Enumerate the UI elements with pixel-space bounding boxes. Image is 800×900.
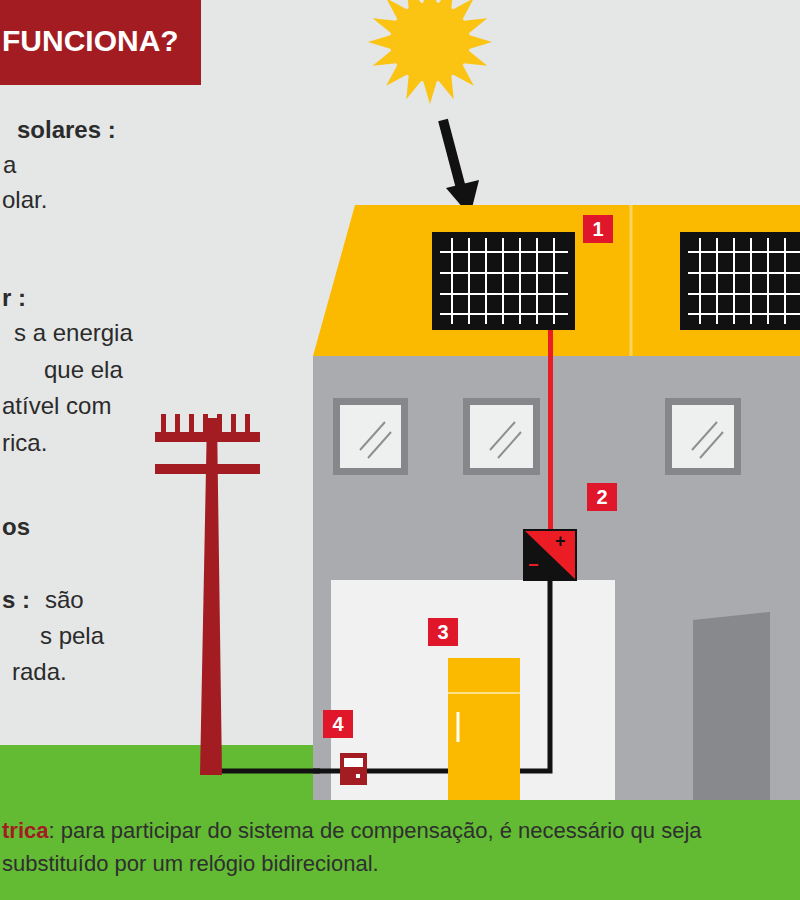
inverter-positive <box>524 530 576 580</box>
fridge-handle <box>457 712 460 742</box>
side-text-heading: r : <box>2 284 26 313</box>
pole-insulators <box>161 414 250 432</box>
callout-number: 4 <box>323 710 353 738</box>
refrigerator <box>448 658 520 800</box>
window-glass <box>672 405 734 468</box>
grid-line <box>750 238 752 324</box>
garage-room <box>331 580 615 800</box>
insulator <box>245 414 250 432</box>
insulator <box>231 414 236 432</box>
glass-shine <box>368 432 391 458</box>
grid-line <box>767 238 769 324</box>
grid-line <box>485 238 487 324</box>
sun-disc <box>390 2 470 82</box>
glass-shine <box>490 422 515 450</box>
callout-number: 1 <box>583 215 613 243</box>
grid-line <box>440 272 568 274</box>
solar-panel <box>432 232 575 330</box>
inverter <box>524 530 576 580</box>
ground-band-text: trica: para participar do sistema de com… <box>0 814 794 880</box>
grid-line <box>733 238 735 324</box>
grid-line <box>451 238 453 324</box>
glass-shine <box>700 432 723 458</box>
callout-number: 3 <box>428 618 458 646</box>
glass-shine <box>692 422 717 450</box>
solar-panel <box>680 232 800 330</box>
side-text: s pela <box>40 622 104 651</box>
side-text: são <box>45 586 84 615</box>
window <box>333 398 408 475</box>
side-text: s a energia <box>14 319 133 348</box>
grid-line <box>699 238 701 324</box>
ground <box>313 800 800 900</box>
insulator <box>175 414 180 432</box>
inverter-border <box>524 530 576 580</box>
insulator <box>217 414 222 432</box>
side-text: atível com <box>2 392 111 421</box>
title-band: FUNCIONA? <box>0 0 201 85</box>
grid-line <box>688 293 800 295</box>
roof-divider <box>630 205 633 356</box>
glass-shine <box>360 422 385 450</box>
polarity-sign: − <box>528 555 539 575</box>
meter-display <box>344 758 363 767</box>
grid-line <box>440 293 568 295</box>
side-text: rica. <box>2 429 47 458</box>
side-text-heading: s : <box>2 586 30 615</box>
panel-grid <box>440 238 800 324</box>
dc-wire <box>548 330 553 530</box>
band-body: : para participar do sistema de compensa… <box>2 818 702 876</box>
window <box>463 398 540 475</box>
grid-line <box>440 313 568 315</box>
bidirectional-meter <box>340 753 367 785</box>
side-text-heading: os <box>2 513 30 542</box>
sun-rays <box>368 0 492 104</box>
grid-line <box>440 251 568 253</box>
callout-number: 2 <box>587 483 617 511</box>
grid-line <box>688 313 800 315</box>
band-heading: trica <box>2 818 48 843</box>
side-text: a <box>3 151 16 180</box>
side-text: que ela <box>44 356 123 385</box>
insulator <box>189 414 194 432</box>
grid-line <box>784 238 786 324</box>
fridge-door-line <box>448 692 520 694</box>
door <box>693 612 770 800</box>
side-text: olar. <box>2 186 47 215</box>
window-glass <box>340 405 401 468</box>
windows <box>333 398 741 475</box>
insulator <box>203 414 208 432</box>
meter-dot <box>356 774 360 778</box>
polarity-sign: + <box>555 531 566 551</box>
window <box>665 398 741 475</box>
pole-crossarm <box>155 464 260 474</box>
sun <box>368 0 492 104</box>
house-wall <box>313 356 800 800</box>
glass-shine <box>498 432 521 458</box>
grid-line <box>716 238 718 324</box>
side-text-heading: solares : <box>17 116 116 145</box>
grid-line <box>553 238 555 324</box>
side-text: rada. <box>12 658 67 687</box>
grid-line <box>688 251 800 253</box>
grid-wire <box>215 769 320 774</box>
window-glass <box>470 405 533 468</box>
grid-line <box>502 238 504 324</box>
grid-line <box>536 238 538 324</box>
grid-line <box>468 238 470 324</box>
grid-line <box>688 272 800 274</box>
pole-crossarm <box>155 432 260 442</box>
sun-arrow <box>443 120 462 192</box>
insulator <box>161 414 166 432</box>
grid-line <box>519 238 521 324</box>
